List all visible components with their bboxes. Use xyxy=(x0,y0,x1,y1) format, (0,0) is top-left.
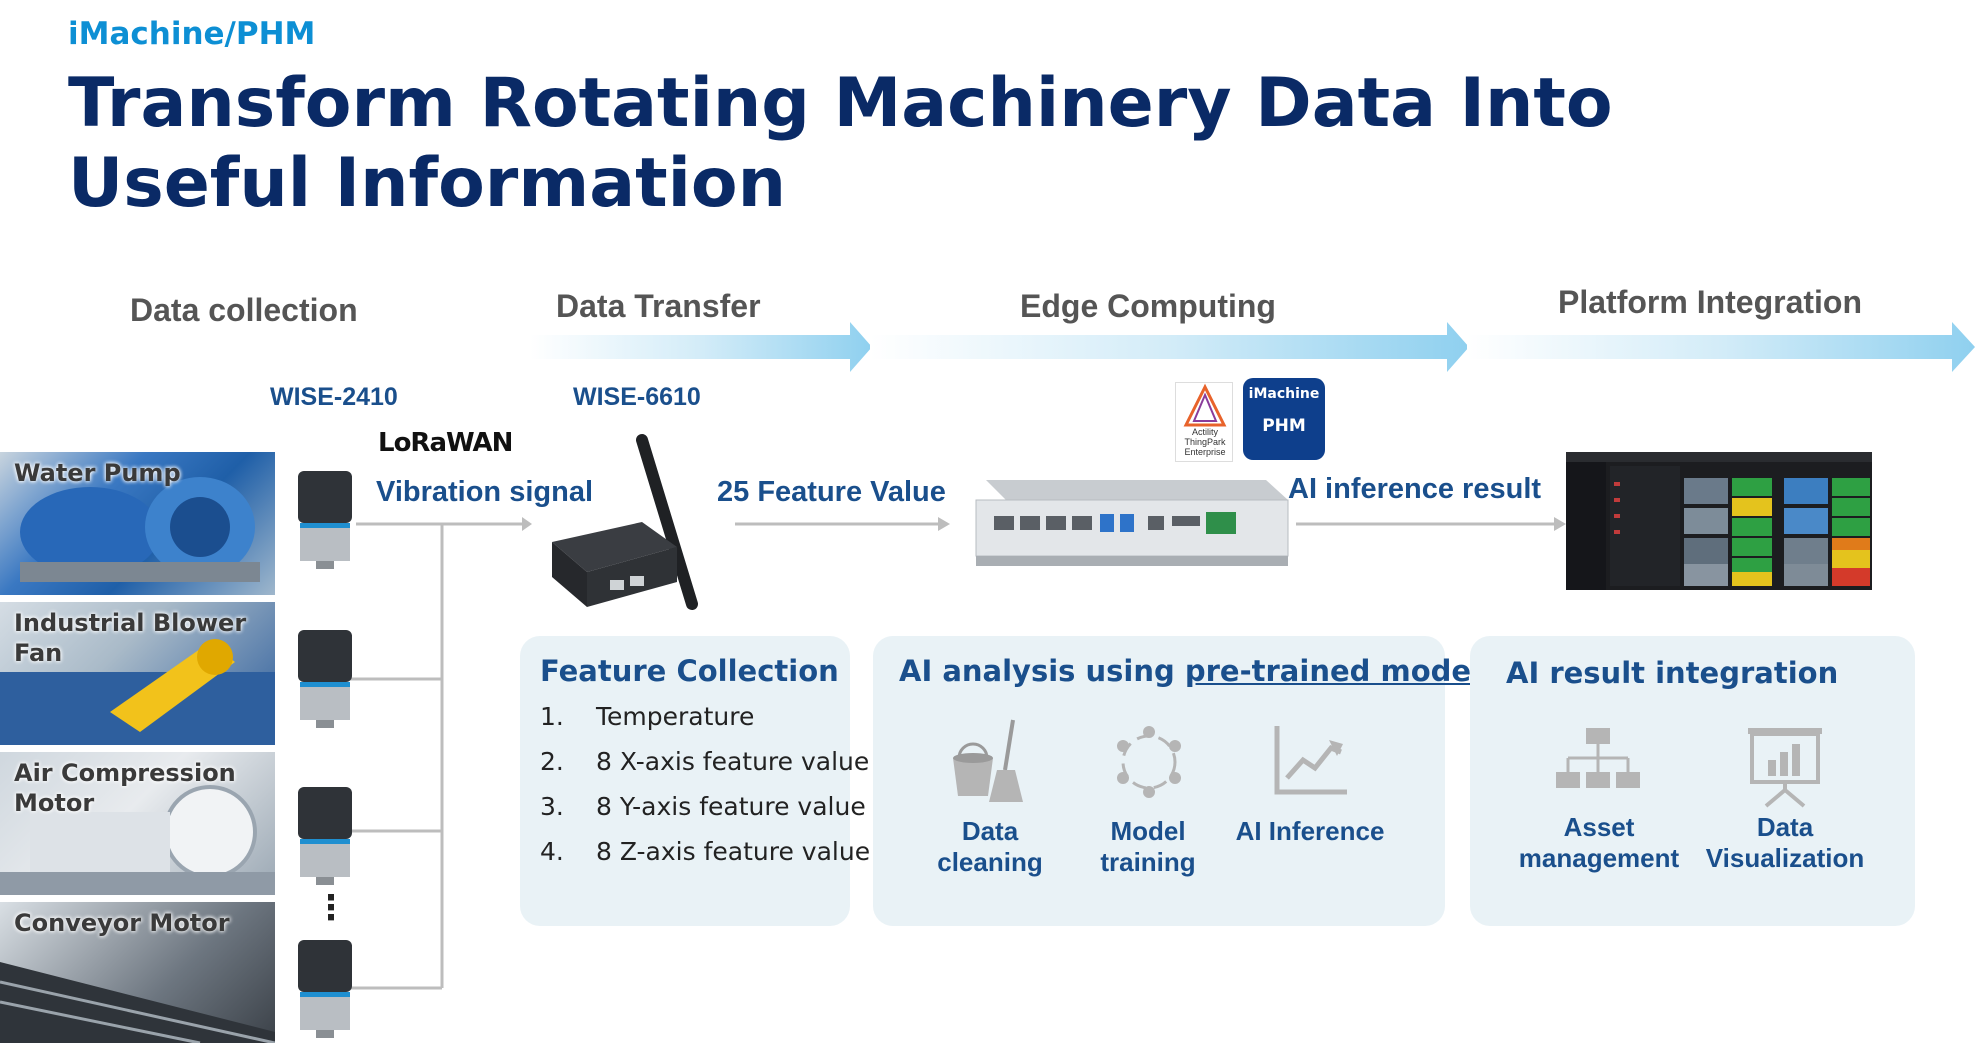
pretrained-model-link[interactable]: pre-trained model xyxy=(1184,654,1481,688)
machine-label: Water Pump xyxy=(14,459,181,487)
arrow-edge-computing xyxy=(870,322,1469,372)
feature-collection-title: Feature Collection xyxy=(540,654,839,688)
actility-mark-icon xyxy=(1183,383,1227,427)
feature-collection-panel: Feature Collection 1. Temperature 2. 8 X… xyxy=(520,636,870,926)
edge-computer-image xyxy=(975,480,1289,566)
model-training-label: Model training xyxy=(1100,816,1196,877)
actility-logo-text: Actility ThingPark Enterprise xyxy=(1184,427,1226,457)
machine-label: Air Compression Motor xyxy=(14,759,236,817)
machine-water-pump: Water Pump xyxy=(0,452,275,595)
list-item-number: 4. xyxy=(540,837,564,866)
breadcrumb: iMachine/PHM xyxy=(68,16,316,52)
feature-value-label: 25 Feature Value xyxy=(717,476,946,508)
list-item-text: 8 Y-axis feature value xyxy=(596,792,866,821)
sensor-icon xyxy=(298,940,352,1038)
actility-logo: Actility ThingPark Enterprise xyxy=(1175,382,1233,462)
data-visualization-label: Data Visualization xyxy=(1705,812,1865,873)
page-title: Transform Rotating Machinery Data Into U… xyxy=(68,64,1613,223)
asset-management-label: Asset management xyxy=(1518,812,1680,873)
water-pump-image xyxy=(20,477,260,582)
broom-bucket-icon xyxy=(953,719,1023,802)
ai-result-panel: AI result integration Asset management D… xyxy=(1470,636,1915,926)
arrowhead-platform xyxy=(1554,517,1566,531)
sensor-icon xyxy=(298,787,352,885)
machine-industrial-blower-fan: Industrial Blower Fan xyxy=(0,602,275,745)
list-item-text: 8 Z-axis feature value xyxy=(596,837,871,866)
ai-analysis-title: AI analysis using pre-trained model xyxy=(899,654,1481,688)
air-compression-image xyxy=(0,785,275,895)
list-item-number: 2. xyxy=(540,747,564,776)
sensor-model-label: WISE-2410 xyxy=(270,383,398,411)
arrowhead-gateway xyxy=(522,517,532,531)
sensor-icon xyxy=(298,630,352,728)
vibration-signal-label: Vibration signal xyxy=(376,476,594,508)
machine-label: Conveyor Motor xyxy=(14,909,230,937)
list-item-text: Temperature xyxy=(596,702,755,731)
phm-logo-text: PHM xyxy=(1262,416,1306,436)
blower-fan-image xyxy=(0,639,275,745)
stage-data-collection: Data collection xyxy=(130,292,358,328)
data-cleaning-label: Data cleaning xyxy=(937,816,1043,877)
stage-platform-integration: Platform Integration xyxy=(1558,284,1863,320)
hierarchy-icon xyxy=(1556,728,1640,788)
ai-analysis-title-prefix: AI analysis using xyxy=(899,654,1185,688)
machine-air-compression-motor: Air Compression Motor xyxy=(0,752,275,895)
ellipsis: ⋮ xyxy=(314,889,348,927)
machine-conveyor-motor: Conveyor Motor xyxy=(0,902,275,1043)
stage-data-transfer: Data Transfer xyxy=(556,288,761,324)
arrow-platform-integration xyxy=(1467,322,1975,372)
imachine-phm-logo: iMachine PHM xyxy=(1243,378,1325,460)
ai-result-title: AI result integration xyxy=(1506,656,1839,690)
list-item-text: 8 X-axis feature value xyxy=(596,747,870,776)
presentation-chart-icon xyxy=(1748,728,1822,808)
list-item-number: 1. xyxy=(540,702,564,731)
sensor-connectors xyxy=(342,522,522,990)
stage-edge-computing: Edge Computing xyxy=(1020,288,1276,324)
dashboard-screenshot-image xyxy=(1566,452,1872,590)
imachine-logo-text: iMachine xyxy=(1248,386,1320,402)
list-item-number: 3. xyxy=(540,792,564,821)
conveyor-image xyxy=(0,962,275,1043)
ai-analysis-panel: AI analysis using pre-trained model Data… xyxy=(873,636,1481,926)
trend-chart-icon xyxy=(1274,726,1347,795)
lorawan-logo: LoRaWAN xyxy=(378,428,513,458)
sensor-icon xyxy=(298,471,352,569)
ai-result-label: AI inference result xyxy=(1288,473,1542,505)
gateway-device-image xyxy=(552,434,698,610)
arrow-data-transfer xyxy=(530,322,872,372)
cycle-icon xyxy=(1117,726,1181,798)
machine-label: Industrial Blower Fan xyxy=(14,609,247,667)
arrowhead-edge xyxy=(938,517,950,531)
ai-inference-label: AI Inference xyxy=(1235,816,1385,846)
gateway-model-label: WISE-6610 xyxy=(573,383,701,411)
